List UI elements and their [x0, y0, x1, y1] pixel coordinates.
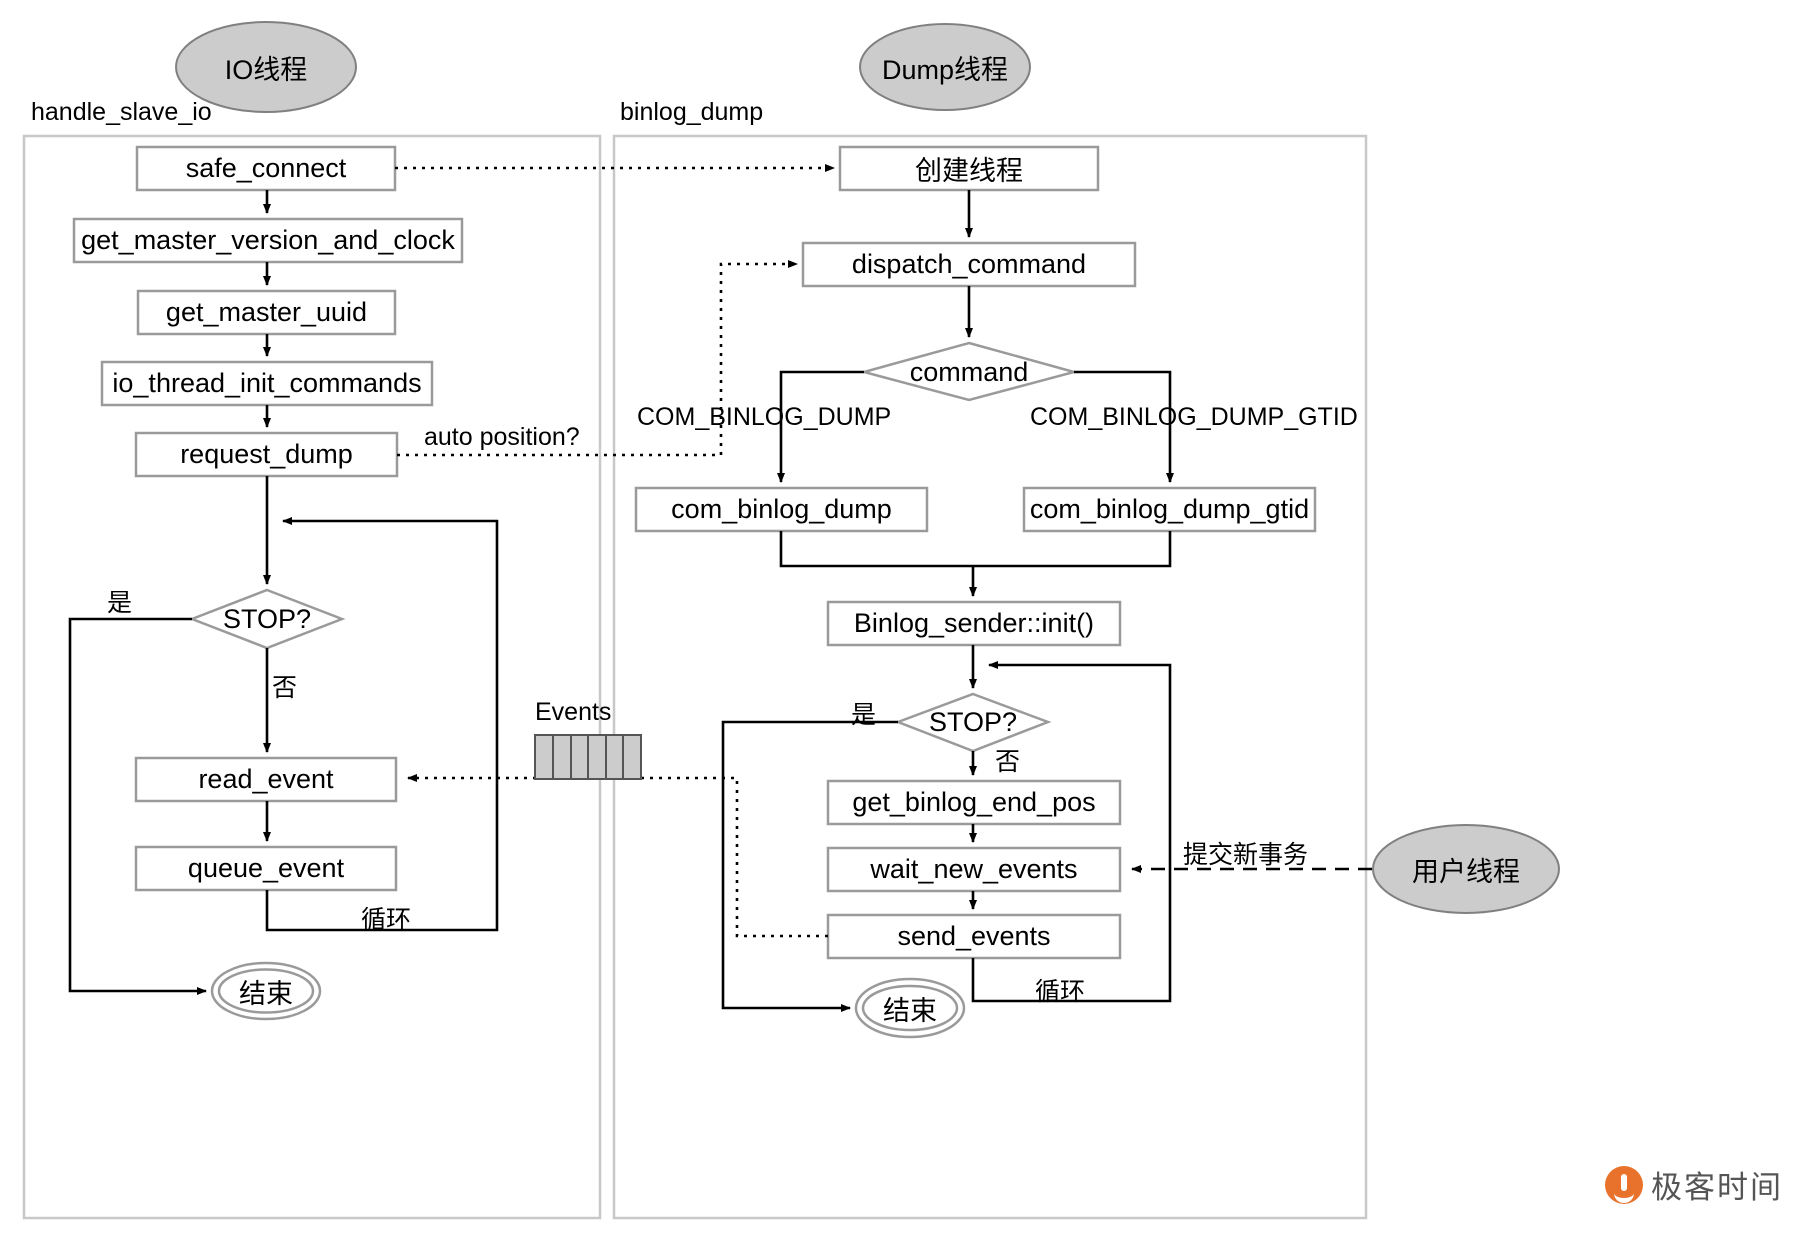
arrow-dump-branches-merge-to-sender-init	[779, 531, 1172, 568]
lane-caption-io: handle_slave_io	[31, 98, 212, 126]
dotted-request-dump-to-dispatch-command	[397, 260, 798, 457]
node-dump-end-inner	[861, 984, 959, 1032]
lane-frame-dump	[612, 134, 1368, 1220]
edge-label-com-binlog-dump-gtid: COM_BINLOG_DUMP_GTID	[1030, 403, 1358, 431]
arrow-dump-stop-yes-to-end	[721, 720, 898, 1012]
node-send-events[interactable]	[826, 913, 1122, 960]
dump-thread-badge	[859, 23, 1031, 111]
geektime-logo-icon	[1605, 1165, 1643, 1204]
node-dump-stop-decision[interactable]	[894, 692, 1052, 753]
events-queue-icon	[534, 734, 642, 780]
node-dispatch-command[interactable]	[801, 241, 1137, 288]
node-safe-connect[interactable]	[135, 145, 397, 192]
lane-caption-dump: binlog_dump	[620, 98, 764, 126]
annotation-auto-position: auto position?	[424, 423, 580, 451]
node-com-binlog-dump[interactable]	[634, 486, 929, 533]
node-request-dump[interactable]	[134, 431, 399, 478]
node-get-master-uuid[interactable]	[136, 289, 397, 336]
node-io-end-inner	[217, 968, 315, 1014]
arrow-io-loop-back	[265, 517, 499, 932]
arrow-command-right-branch	[1074, 370, 1174, 483]
geektime-watermark: 极客时间	[1605, 1162, 1783, 1207]
node-get-binlog-end-pos[interactable]	[826, 779, 1122, 826]
arrow-command-left-branch	[777, 370, 864, 483]
node-create-thread[interactable]	[838, 145, 1100, 192]
edge-label-com-binlog-dump: COM_BINLOG_DUMP	[637, 403, 892, 431]
node-io-thread-init-commands[interactable]	[100, 360, 434, 407]
annotation-commit-new-transaction: 提交新事务	[1183, 841, 1309, 869]
edge-label-io-stop-no: 否	[272, 674, 298, 702]
edge-label-dump-stop-yes: 是	[851, 701, 877, 729]
user-thread-badge	[1372, 824, 1560, 914]
node-io-stop-decision[interactable]	[188, 588, 346, 650]
edge-label-dump-stop-no: 否	[995, 748, 1021, 776]
arrow-dump-loop-back	[971, 661, 1172, 1003]
node-queue-event[interactable]	[134, 845, 398, 892]
edge-label-dump-loop: 循环	[1035, 978, 1086, 1006]
io-thread-badge	[175, 21, 357, 113]
node-get-master-version-and-clock[interactable]	[72, 217, 464, 264]
geektime-logo-label: 极客时间	[1651, 1170, 1783, 1206]
dotted-send-events-to-read-event	[407, 774, 828, 938]
node-command-decision[interactable]	[859, 341, 1079, 402]
annotation-events-queue: Events	[535, 698, 612, 726]
node-com-binlog-dump-gtid[interactable]	[1022, 486, 1317, 533]
arrow-io-stop-yes-to-end	[68, 617, 207, 995]
lane-frame-io	[22, 134, 602, 1220]
edge-label-io-stop-yes: 是	[107, 589, 133, 617]
node-binlog-sender-init[interactable]	[826, 600, 1122, 647]
edge-label-io-loop: 循环	[361, 906, 412, 934]
node-read-event[interactable]	[134, 756, 398, 803]
node-wait-new-events[interactable]	[826, 846, 1122, 893]
